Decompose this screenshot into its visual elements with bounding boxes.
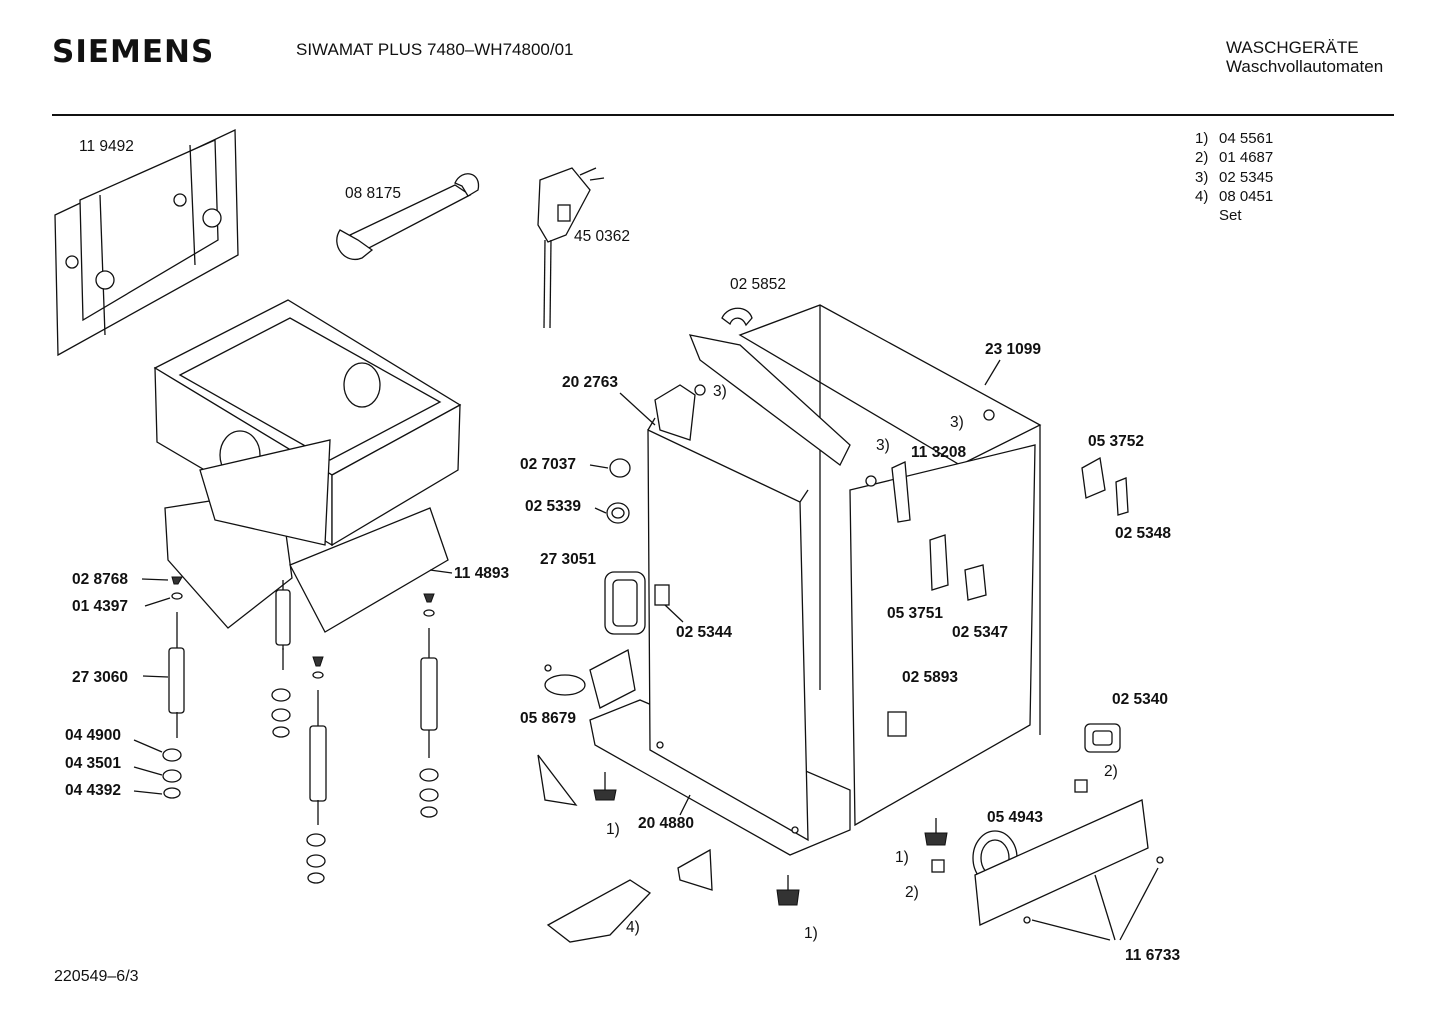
legend-num: 3) xyxy=(1195,168,1209,186)
callout-2: 2) xyxy=(1104,763,1118,780)
legend-code: 08 0451 xyxy=(1219,187,1274,205)
category-subtitle: Waschvollautomaten xyxy=(1226,57,1384,76)
adjustable-foot-part xyxy=(593,772,948,906)
label-04-3501: 04 3501 xyxy=(65,755,121,772)
legend-num: 4) xyxy=(1195,187,1209,205)
callout-3: 3) xyxy=(950,414,964,431)
label-11-4893: 11 4893 xyxy=(454,565,510,582)
lock-part xyxy=(929,534,987,601)
bracket-part xyxy=(654,584,670,606)
legend-row: Set xyxy=(1195,206,1273,225)
callout-1: 1) xyxy=(804,925,818,942)
shock-absorber-part xyxy=(162,576,439,884)
label-05-8679: 05 8679 xyxy=(520,710,576,727)
legend-num: 1) xyxy=(1195,130,1209,147)
callout-1: 1) xyxy=(895,849,909,866)
callout-3: 3) xyxy=(713,383,727,400)
callout-4: 4) xyxy=(626,919,640,936)
label-11-6733: 11 6733 xyxy=(1125,947,1181,964)
label-05-4943: 05 4943 xyxy=(987,809,1043,826)
header-divider xyxy=(52,114,1394,116)
cabinet-side-panel-part xyxy=(647,417,809,842)
document-id: 220549–6/3 xyxy=(54,968,139,985)
power-plug-part xyxy=(537,167,605,329)
screw-part xyxy=(694,384,706,396)
handle-frame-part xyxy=(604,571,646,635)
legend-code: Set xyxy=(1219,207,1242,225)
legend-num: 2) xyxy=(1195,149,1209,167)
brand-logo: SIEMENS xyxy=(52,34,215,70)
label-05-3752: 05 3752 xyxy=(1088,433,1144,450)
bushing-part xyxy=(606,458,631,524)
suppressor-part xyxy=(544,649,636,709)
legend-row: 4) 08 0451 xyxy=(1195,187,1273,206)
legend-code: 01 4687 xyxy=(1219,149,1274,167)
label-02-5340: 02 5340 xyxy=(1112,691,1168,708)
label-02-8768: 02 8768 xyxy=(72,571,128,588)
clip-part xyxy=(931,859,945,873)
label-20-4880: 20 4880 xyxy=(638,815,694,832)
shim-plate-part xyxy=(546,879,652,943)
screw-part xyxy=(983,409,995,421)
set-legend: 1)04 5561 2)01 4687 3)02 5345 4)08 0451 … xyxy=(1195,129,1273,225)
mounting-frame-part xyxy=(54,128,239,357)
legend-row: 3) 02 5345 xyxy=(1195,168,1273,187)
latch-part xyxy=(1081,456,1129,516)
corner-bracket-part xyxy=(537,754,713,891)
legend-row: 1) 04 5561 xyxy=(1195,129,1273,148)
callout-3: 3) xyxy=(876,437,890,454)
clip-part xyxy=(1074,779,1088,793)
legend-code: 02 5345 xyxy=(1219,168,1274,186)
label-01-4397: 01 4397 xyxy=(72,598,128,615)
label-08-8175: 08 8175 xyxy=(345,185,401,202)
label-11-9492: 11 9492 xyxy=(79,138,134,155)
label-02-7037: 02 7037 xyxy=(520,456,576,473)
kick-plate-part xyxy=(974,799,1164,926)
label-23-1099: 23 1099 xyxy=(985,341,1041,358)
label-02-5893: 02 5893 xyxy=(902,669,958,686)
legend-row: 2) 01 4687 xyxy=(1195,148,1273,167)
hinge-part xyxy=(891,461,911,523)
label-11-3208: 11 3208 xyxy=(911,444,967,461)
label-27-3060: 27 3060 xyxy=(72,669,128,686)
wrench-part xyxy=(336,173,480,261)
legend-code: 04 5561 xyxy=(1219,130,1274,147)
label-02-5347: 02 5347 xyxy=(952,624,1008,641)
label-02-5339: 02 5339 xyxy=(525,498,581,515)
callout-1: 1) xyxy=(606,821,620,838)
callout-2: 2) xyxy=(905,884,919,901)
cable-clip-part xyxy=(721,307,753,327)
label-20-2763: 20 2763 xyxy=(562,374,618,391)
bracket-part xyxy=(887,711,907,737)
label-02-5344: 02 5344 xyxy=(676,624,732,641)
model-title: SIWAMAT PLUS 7480–WH74800/01 xyxy=(296,40,574,59)
category-title: WASCHGERÄTE xyxy=(1226,38,1359,57)
label-04-4392: 04 4392 xyxy=(65,782,121,799)
label-02-5852: 02 5852 xyxy=(730,276,786,293)
detergent-dispenser-part xyxy=(153,299,462,633)
label-45-0362: 45 0362 xyxy=(574,228,630,245)
label-04-4900: 04 4900 xyxy=(65,727,121,744)
label-05-3751: 05 3751 xyxy=(887,605,943,622)
label-02-5348: 02 5348 xyxy=(1115,525,1171,542)
grip-part xyxy=(1084,723,1121,753)
label-27-3051: 27 3051 xyxy=(540,551,596,568)
screw-part xyxy=(865,475,877,487)
